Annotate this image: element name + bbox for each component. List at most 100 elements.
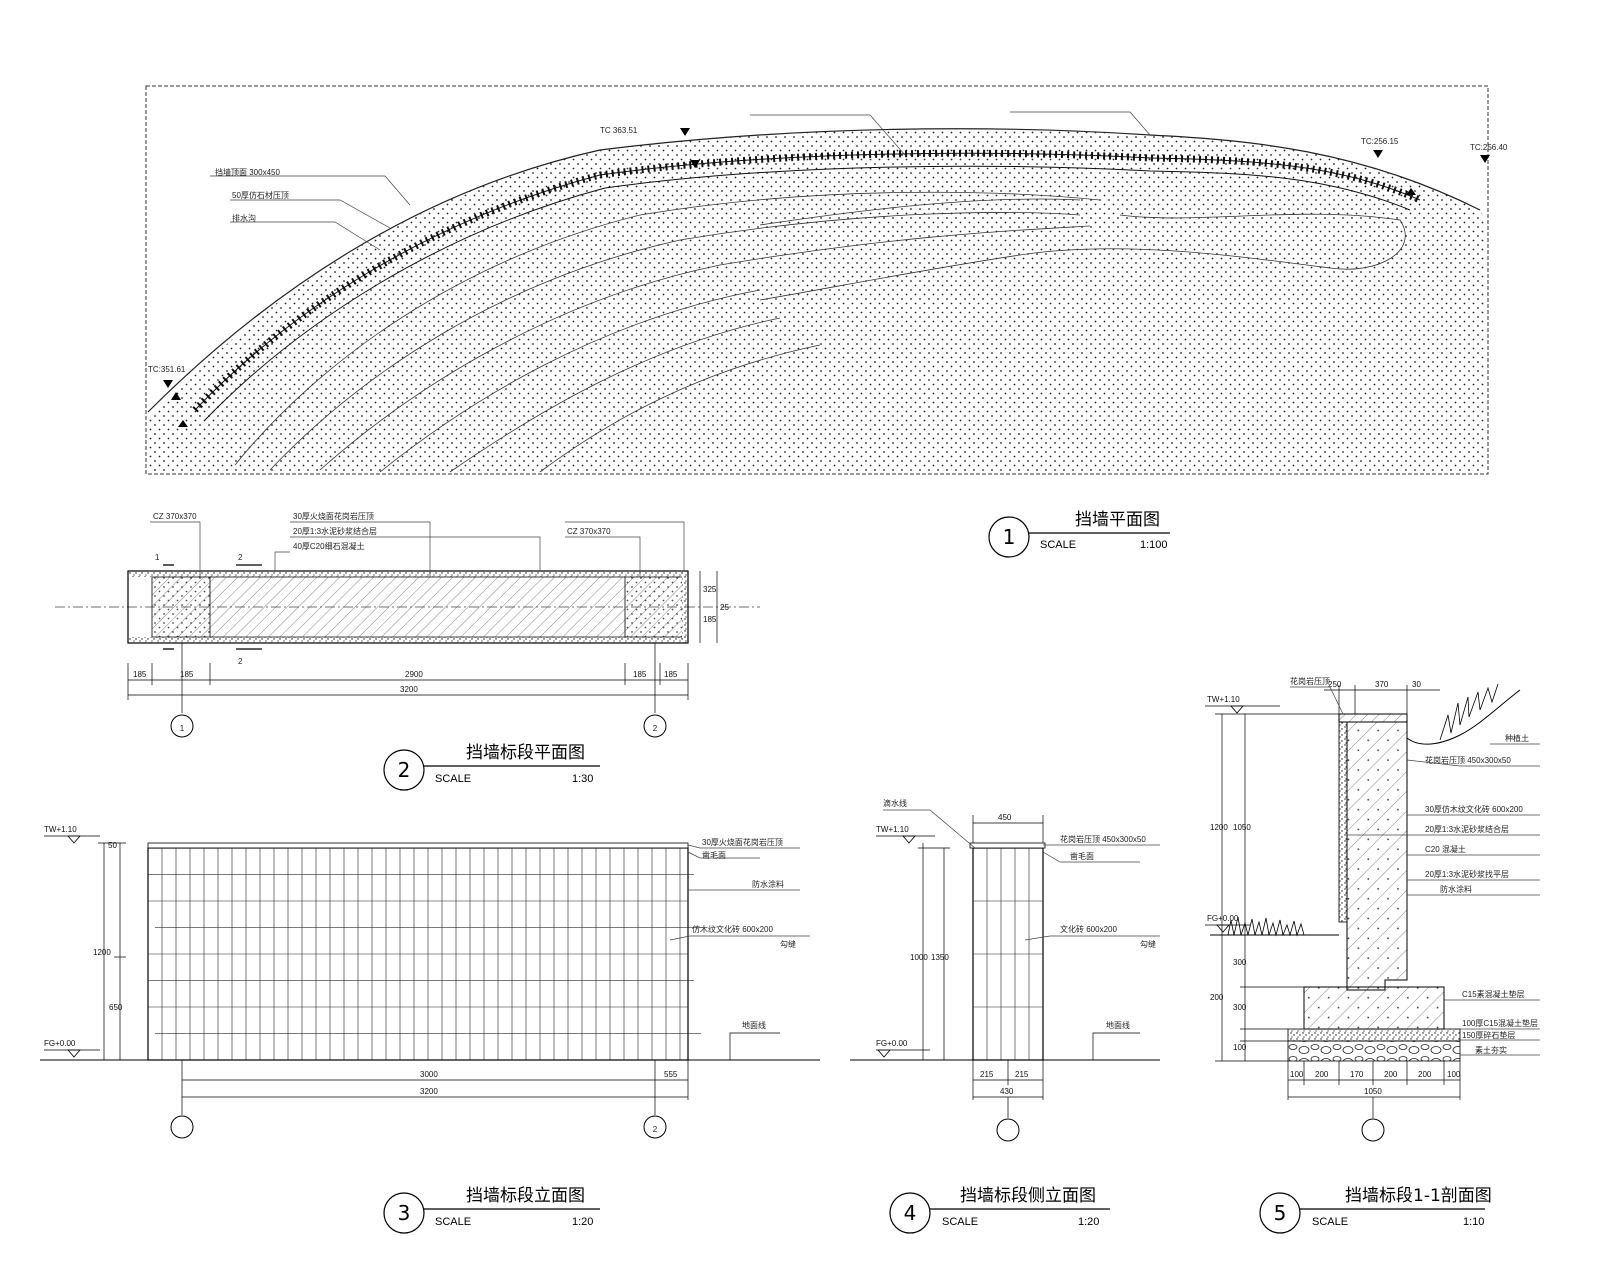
- side-note-5: 勾缝: [1140, 939, 1156, 949]
- title-block-4: 4 挡墙标段侧立面图 SCALE 1:20: [889, 1186, 1110, 1234]
- side-elevation-view: TW+1.10 FG+0.00 450 1000 1350 215 215 43…: [850, 798, 1160, 1142]
- side-note-6: 地面线: [1106, 1020, 1130, 1030]
- dim: 370: [1375, 680, 1389, 689]
- dim-overall: 430: [1000, 1087, 1014, 1096]
- section-note-7: 20厚1:3水泥砂浆找平层: [1425, 869, 1509, 879]
- dim: 200: [1315, 1070, 1329, 1079]
- dim: 170: [1350, 1070, 1364, 1079]
- section-note-1: 花岗岩压顶: [1290, 676, 1330, 686]
- segment-plan-view: 1 2 2 CZ 370x370 30厚火烧面花岗岩压顶 20厚1:3水泥砂浆结…: [55, 511, 760, 738]
- title-number: 2: [398, 758, 411, 782]
- section-note-6: C20 混凝土: [1425, 844, 1466, 854]
- drawing-title: 挡墙平面图: [1075, 510, 1160, 530]
- plan-note-2: 50厚仿石材压顶: [232, 190, 289, 200]
- dim: 250: [1328, 680, 1342, 689]
- scale-label: SCALE: [1040, 539, 1076, 551]
- axis-2: 2: [653, 724, 658, 733]
- side-note-3: 凿毛面: [1070, 851, 1094, 861]
- scale-value: 1:20: [1078, 1216, 1099, 1228]
- title-number: 5: [1274, 1201, 1287, 1225]
- title-number: 4: [904, 1201, 917, 1225]
- elev-bottom-level: FG+0.00: [44, 1039, 76, 1048]
- seg-note-3: 20厚1:3水泥砂浆结合层: [293, 526, 377, 536]
- dim: 555: [664, 1070, 678, 1079]
- scale-value: 1:20: [572, 1216, 593, 1228]
- elevation-view: TW+1.10 FG+0.00 50 1200 650 3000 555 320…: [40, 825, 820, 1139]
- plan-note-3: 排水沟: [232, 213, 256, 223]
- dim: 30: [1412, 680, 1421, 689]
- dim: 185: [133, 670, 147, 679]
- dim: 185: [703, 615, 717, 624]
- section-note-11: 150厚碎石垫层: [1462, 1030, 1515, 1040]
- plan-elev-2: TC:256.15: [1361, 137, 1399, 146]
- dim: 1050: [1233, 823, 1251, 832]
- plan-view: TC:351.61 TC:256.15 TC:256.40 TC 363.51 …: [145, 85, 1508, 475]
- dim: 1350: [931, 953, 949, 962]
- elev-note-1: 30厚火烧面花岗岩压顶: [702, 837, 783, 847]
- side-note-4: 文化砖 600x200: [1060, 924, 1117, 934]
- seg-note-5: CZ 370x370: [567, 527, 611, 536]
- dim: 300: [1233, 1003, 1247, 1012]
- dim-overall: 3200: [400, 685, 418, 694]
- plan-elev-3: TC:256.40: [1470, 143, 1508, 152]
- section-note-5: 20厚1:3水泥砂浆结合层: [1425, 824, 1509, 834]
- plan-elev-4: TC 363.51: [600, 126, 638, 135]
- drawing-title: 挡墙标段立面图: [466, 1186, 585, 1206]
- dim: 100: [1233, 1043, 1247, 1052]
- dim: 1000: [910, 953, 928, 962]
- elev-note-3: 防水涂料: [752, 879, 784, 889]
- title-number: 3: [398, 1201, 411, 1225]
- section-note-10: 100厚C15混凝土垫层: [1462, 1018, 1538, 1028]
- elev-note-5: 勾缝: [780, 939, 796, 949]
- dim: 185: [180, 670, 194, 679]
- section-note-2: 种植土: [1505, 733, 1529, 743]
- section-note-3: 花岗岩压顶 450x300x50: [1425, 755, 1511, 765]
- dim: 1200: [93, 948, 111, 957]
- drawing-title: 挡墙标段平面图: [466, 743, 585, 763]
- drawing-title: 挡墙标段侧立面图: [960, 1186, 1096, 1206]
- title-block-2: 2 挡墙标段平面图 SCALE 1:30: [383, 743, 600, 791]
- dim: 200: [1418, 1070, 1432, 1079]
- axis-label: 2: [653, 1125, 658, 1134]
- dim: 650: [109, 1003, 123, 1012]
- dim-overall: 1050: [1364, 1087, 1382, 1096]
- side-bottom-level: FG+0.00: [876, 1039, 908, 1048]
- seg-note-1: CZ 370x370: [153, 512, 197, 521]
- dim: 200: [1384, 1070, 1398, 1079]
- section-ground-level: FG+0.00: [1207, 914, 1239, 923]
- dim: 185: [633, 670, 647, 679]
- plan-note-1: 挡墙顶面 300x450: [215, 167, 280, 177]
- scale-value: 1:10: [1463, 1216, 1484, 1228]
- section-mark-1: 1: [155, 553, 160, 562]
- section-note-4: 30厚仿木纹文化砖 600x200: [1425, 804, 1523, 814]
- drawing-title: 挡墙标段1-1剖面图: [1345, 1186, 1492, 1206]
- section-mark-2b: 2: [238, 657, 243, 666]
- dim: 25: [720, 603, 729, 612]
- dim: 3000: [420, 1070, 438, 1079]
- dim-overall: 3200: [420, 1087, 438, 1096]
- section-note-12: 素土夯实: [1475, 1045, 1507, 1055]
- seg-note-2: 30厚火烧面花岗岩压顶: [293, 511, 374, 521]
- dim: 450: [998, 813, 1012, 822]
- title-block-5: 5 挡墙标段1-1剖面图 SCALE 1:10: [1259, 1186, 1492, 1234]
- section-note-8: 防水涂料: [1440, 884, 1472, 894]
- axis-1: 1: [180, 724, 185, 733]
- title-block-1: 1 挡墙平面图 SCALE 1:100: [988, 510, 1170, 558]
- dim: 300: [1233, 958, 1247, 967]
- section-mark-2: 2: [238, 553, 243, 562]
- dim: 325: [703, 585, 717, 594]
- title-number: 1: [1003, 525, 1016, 549]
- elev-top-level: TW+1.10: [44, 825, 77, 834]
- dim: 185: [664, 670, 678, 679]
- side-top-level: TW+1.10: [876, 825, 909, 834]
- elev-note-4: 仿木纹文化砖 600x200: [692, 924, 773, 934]
- scale-label: SCALE: [942, 1216, 978, 1228]
- elev-note-2: 凿毛面: [702, 850, 726, 860]
- scale-value: 1:100: [1140, 539, 1168, 551]
- plan-elev-1: TC:351.61: [148, 365, 186, 374]
- scale-label: SCALE: [435, 773, 471, 785]
- scale-label: SCALE: [435, 1216, 471, 1228]
- seg-note-4: 40厚C20细石混凝土: [293, 541, 365, 551]
- side-note-2: 花岗岩压顶 450x300x50: [1060, 834, 1146, 844]
